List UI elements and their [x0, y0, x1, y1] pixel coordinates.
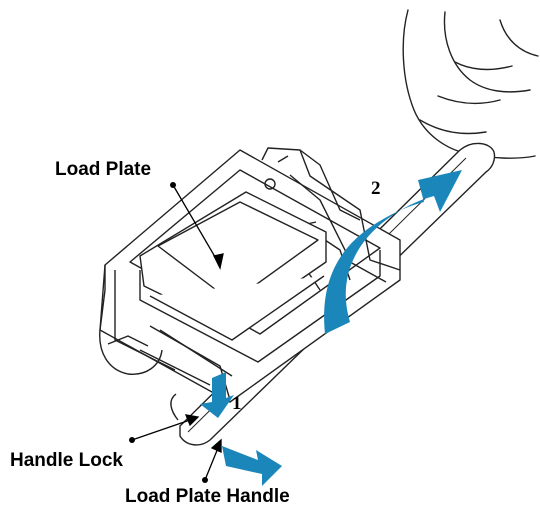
release-arrow-right — [222, 446, 282, 486]
load-plate-handle-label: Load Plate Handle — [125, 486, 290, 507]
handle-lock-leader-dot — [129, 437, 135, 443]
step-1-arrow-down — [200, 372, 234, 418]
handle-lock-label: Handle Lock — [10, 450, 123, 471]
load-plate-pointer-arrowhead — [213, 253, 224, 270]
load-plate-handle-pointer-arrowhead — [210, 438, 222, 454]
leader-lines — [131, 184, 224, 481]
step-2-number: 2 — [371, 178, 381, 199]
load-plate-handle-leader-dot — [202, 477, 208, 483]
load-plate-label: Load Plate — [55, 159, 152, 180]
step-1-number: 1 — [232, 393, 242, 414]
load-plate-leader-dot — [170, 182, 176, 188]
step-2-arrow-curved — [324, 170, 462, 334]
handle-lock-pointer-arrowhead — [184, 414, 200, 427]
hand-illustration — [402, 9, 539, 159]
